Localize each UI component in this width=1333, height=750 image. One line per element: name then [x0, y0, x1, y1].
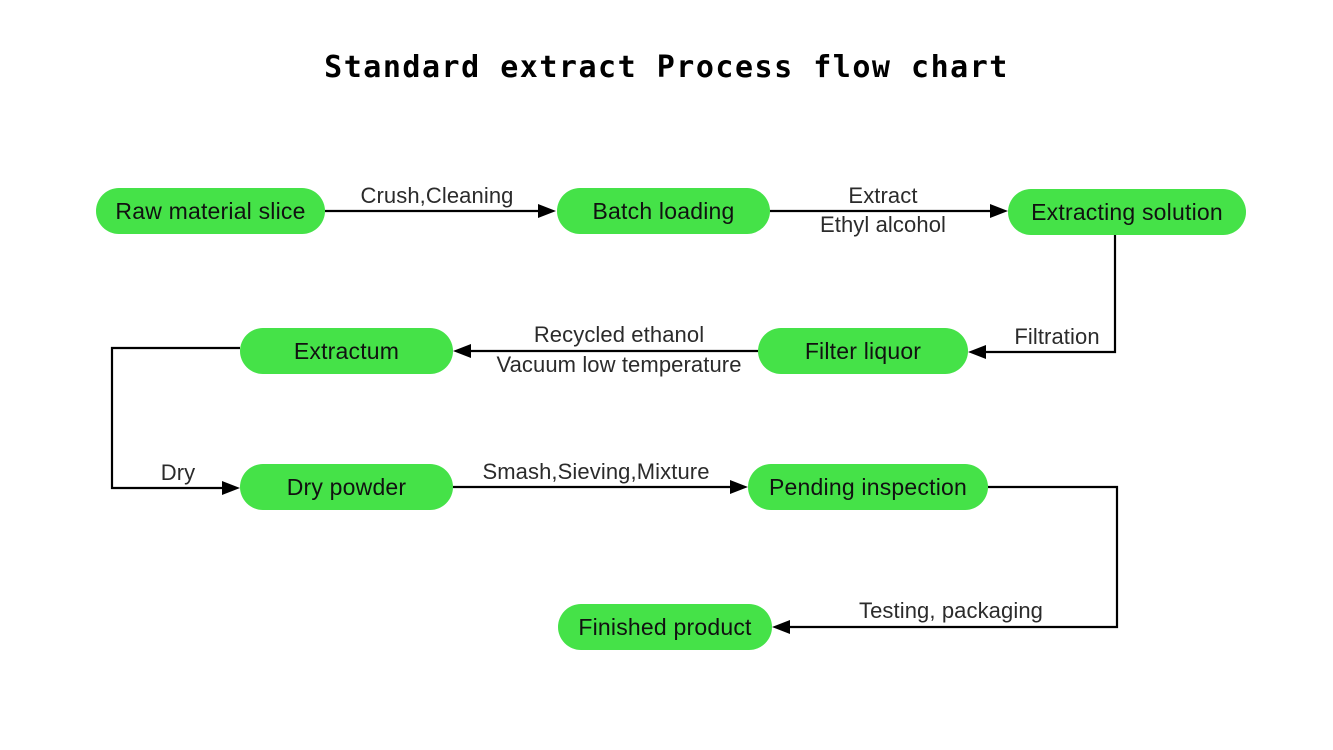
edge-batch-to-extracting [770, 204, 1008, 218]
edge-label-extracting-to-filter: Filtration [1014, 324, 1100, 349]
edge-pending-to-finished [772, 485, 1119, 634]
edge-label-raw-to-batch-above: Crush,Cleaning [360, 183, 514, 208]
edge-extractum-to-dry-powder [110, 346, 240, 495]
node-batch-loading[interactable]: Batch loading [557, 188, 770, 234]
edge-label-filter-to-extractum-below: Vacuum low temperature [496, 352, 742, 377]
node-pending-inspection[interactable]: Pending inspection [748, 464, 988, 510]
page-title: Standard extract Process flow chart [324, 50, 1009, 85]
node-label: Batch loading [592, 197, 735, 224]
node-label: Pending inspection [769, 473, 967, 500]
edge-label-filter-to-extractum-above: Recycled ethanol [533, 322, 705, 347]
node-filter-liquor[interactable]: Filter liquor [758, 328, 968, 374]
edge-dry-powder-to-pending [453, 480, 748, 494]
node-raw-material-slice[interactable]: Raw material slice [96, 188, 325, 234]
node-label: Extractum [293, 337, 400, 364]
edge-label-extractum-to-dry-powder: Dry [160, 460, 196, 485]
edge-label-batch-to-extracting-above: Extract [848, 183, 918, 208]
node-label: Raw material slice [115, 197, 306, 224]
node-label: Filter liquor [804, 337, 922, 364]
edge-extracting-to-filter [968, 234, 1117, 359]
node-label: Finished product [578, 613, 752, 640]
edge-label-dry-powder-to-pending: Smash,Sieving,Mixture [482, 459, 710, 484]
node-label: Extracting solution [1031, 198, 1223, 225]
edge-filter-to-extractum [453, 344, 758, 358]
edge-raw-to-batch [325, 204, 556, 218]
edge-label-batch-to-extracting-below: Ethyl alcohol [819, 212, 947, 237]
node-extractum[interactable]: Extractum [240, 328, 453, 374]
node-dry-powder[interactable]: Dry powder [240, 464, 453, 510]
edge-label-pending-to-finished: Testing, packaging [858, 598, 1044, 623]
node-finished-product[interactable]: Finished product [558, 604, 772, 650]
node-extracting-solution[interactable]: Extracting solution [1008, 189, 1246, 235]
node-label: Dry powder [286, 473, 407, 500]
